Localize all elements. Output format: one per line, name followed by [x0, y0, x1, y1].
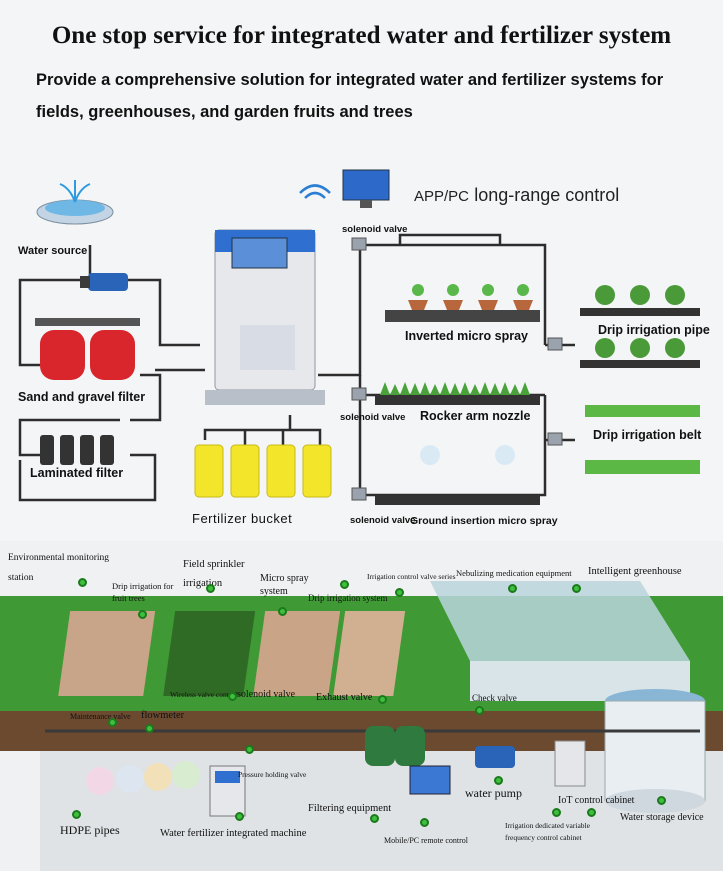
- micro-spray-line2: system: [260, 586, 288, 597]
- pin-greenhouse: [572, 584, 581, 593]
- label-water-pump: water pump: [465, 786, 522, 800]
- valve-icons: [351, 237, 563, 501]
- pin-storage: [657, 796, 666, 805]
- label-env-station: Environmental monitoring station: [8, 548, 109, 588]
- label-exhaust-valve: Exhaust valve: [316, 692, 373, 703]
- label-storage: Water storage device: [620, 812, 704, 823]
- app-suffix: long-range control: [474, 185, 620, 205]
- pin-drip-system: [340, 580, 349, 589]
- grass-bed: [375, 382, 540, 405]
- ground-insertion-bed: [375, 445, 540, 505]
- label-laminated-filter: Laminated filter: [30, 466, 124, 480]
- app-pc-control-label: APP/PC long-range control: [414, 185, 619, 206]
- farm-scene-illustration: [0, 541, 723, 871]
- fertigation-machine-icon: [205, 229, 325, 405]
- label-flowmeter: flowmeter: [141, 710, 185, 721]
- water-source-fountain: [36, 180, 114, 225]
- label-ground-insertion: Ground insertion micro spray: [410, 515, 558, 527]
- label-drip-system: Drip irrigation system: [308, 593, 388, 603]
- pin-check-valve: [475, 706, 484, 715]
- pin-mobile: [420, 818, 429, 827]
- label-solenoid-valve-mid: solenoid valve: [340, 412, 406, 423]
- label-solenoid-bottom: solenoid valve: [237, 689, 296, 700]
- potted-plants: [385, 284, 540, 322]
- label-drip-pipe: Drip irrigation pipe: [598, 323, 710, 337]
- pin-filtering: [370, 814, 379, 823]
- label-vfd: Irrigation dedicated variable frequency c…: [505, 820, 590, 844]
- label-machine: Water fertilizer integrated machine: [160, 828, 307, 839]
- pin-micro-spray: [278, 607, 287, 616]
- drip-fruit-line1: Drip irrigation for: [112, 581, 174, 591]
- pin-vfd: [552, 808, 561, 817]
- label-greenhouse: Intelligent greenhouse: [588, 566, 682, 577]
- pin-nebulizing: [508, 584, 517, 593]
- fruit-tree-plot: [58, 611, 156, 696]
- fertilizer-buckets: [194, 444, 332, 498]
- field-sprinkler-line1: Field sprinkler: [183, 559, 245, 570]
- pin-pressure: [245, 745, 254, 754]
- label-maintenance-valve: Maintenance valve: [70, 712, 131, 721]
- vfd-line1: Irrigation dedicated variable: [505, 821, 590, 830]
- field-sprinkler-line2: irrigation: [183, 578, 223, 589]
- pin-machine: [235, 812, 244, 821]
- pin-env-station: [78, 578, 87, 587]
- label-field-sprinkler: Field sprinkler irrigation: [183, 555, 245, 593]
- pump-unit: [475, 746, 515, 768]
- pin-solenoid: [228, 692, 237, 701]
- label-rocker-arm-nozzle: Rocker arm nozzle: [420, 409, 531, 423]
- label-sand-filter: Sand and gravel filter: [18, 390, 146, 404]
- pin-maintenance: [108, 718, 117, 727]
- label-check-valve: Check valve: [472, 693, 517, 703]
- micro-spray-plot: [253, 611, 341, 696]
- drip-belt-beds: [585, 405, 700, 474]
- label-hdpe: HDPE pipes: [60, 823, 120, 837]
- pin-drip-fruit: [138, 610, 147, 619]
- water-storage-tank: [604, 689, 706, 813]
- filtering-equipment: [365, 726, 425, 766]
- micro-spray-line1: Micro spray: [260, 573, 309, 584]
- label-pressure-valve: Pressure holding valve: [238, 770, 307, 779]
- pin-field-sprinkler: [206, 584, 215, 593]
- laminated-filter-icon: [40, 435, 114, 465]
- iot-cabinet: [554, 740, 586, 787]
- drip-fruit-line2: fruit trees: [112, 593, 145, 603]
- pin-exhaust: [378, 695, 387, 704]
- wifi-icon: [299, 184, 331, 199]
- label-nebulizing: Nebulizing medication equipment: [456, 568, 572, 578]
- label-drip-fruit: Drip irrigation for fruit trees: [112, 580, 173, 604]
- label-water-source: Water source: [18, 245, 88, 257]
- label-solenoid-valve-top: solenoid valve: [342, 224, 408, 235]
- env-station-line1: Environmental monitoring: [8, 553, 110, 563]
- drip-plot: [333, 611, 406, 696]
- sand-gravel-filter-icon: [35, 318, 140, 380]
- computer-icon: [342, 169, 390, 208]
- pin-pump: [494, 776, 503, 785]
- page-title: One stop service for integrated water an…: [51, 22, 672, 49]
- monitor: [409, 765, 451, 795]
- integrated-machine: [209, 765, 246, 817]
- pin-control-valve: [395, 588, 404, 597]
- label-fertilizer-bucket: Fertilizer bucket: [192, 511, 293, 526]
- pin-iot: [587, 808, 596, 817]
- label-wireless-valve: Wireless valve control: [170, 690, 238, 699]
- vfd-line2: frequency control cabinet: [505, 833, 582, 842]
- color-buckets: [86, 761, 200, 795]
- label-micro-spray: Micro spray system: [260, 572, 309, 598]
- drip-pipe-beds: [580, 285, 700, 368]
- label-solenoid-valve-bottom: solenoid valve: [350, 515, 416, 526]
- label-control-valve-series: Irrigation control valve series: [367, 572, 456, 581]
- label-mobile-pc: Mobile/PC remote control: [384, 836, 468, 845]
- pin-hdpe: [72, 810, 81, 819]
- label-drip-belt: Drip irrigation belt: [593, 428, 702, 442]
- pin-flowmeter: [145, 724, 154, 733]
- app-prefix: APP/PC: [414, 188, 470, 205]
- label-filtering: Filtering equipment: [308, 803, 392, 814]
- label-inverted-micro-spray: Inverted micro spray: [405, 329, 528, 343]
- top-system-diagram: [18, 169, 700, 505]
- label-iot-cabinet: IoT control cabinet: [558, 795, 635, 806]
- sprinkler-plot: [163, 611, 256, 696]
- env-station-line2: station: [8, 573, 34, 583]
- page-subtitle: Provide a comprehensive solution for int…: [36, 71, 664, 121]
- water-pump-icon: [80, 273, 128, 291]
